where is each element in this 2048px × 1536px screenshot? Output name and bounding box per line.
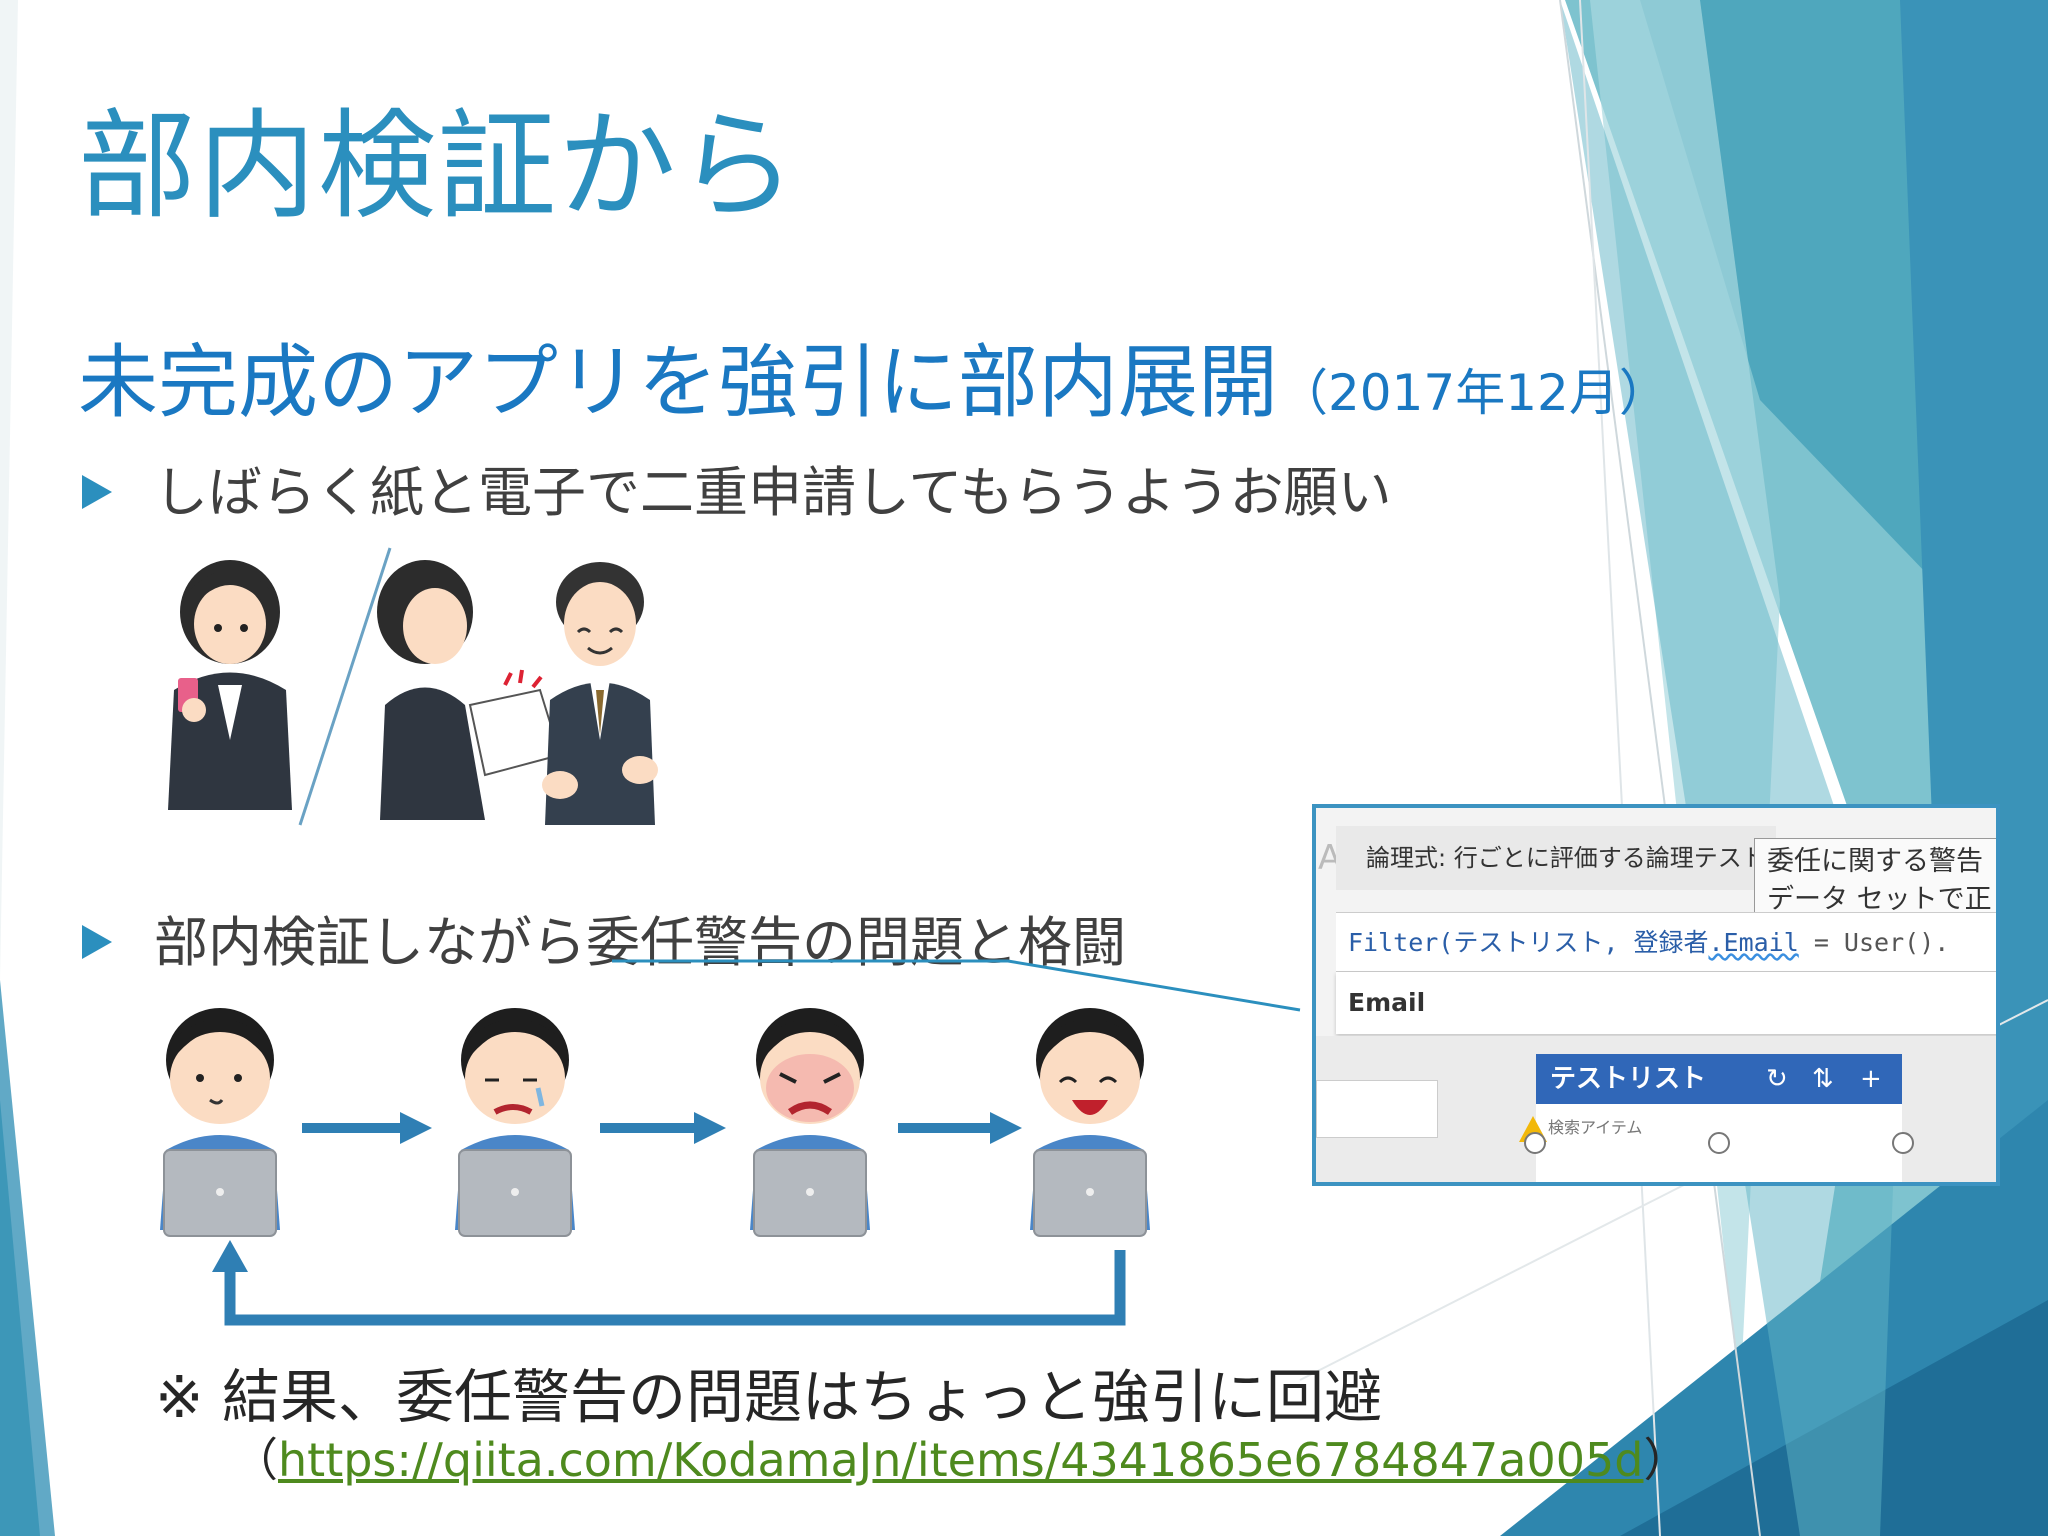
bullet-item-2: 部内検証しながら委任警告の問題と格闘	[82, 898, 1126, 977]
gallery-title: テストリスト	[1550, 1064, 1707, 1094]
man-in-suit-figure	[542, 562, 658, 825]
formula-suffix: = User().	[1798, 928, 1950, 957]
sort-icon[interactable]: ⇅	[1812, 1064, 1834, 1094]
formula-bar[interactable]: Filter(テストリスト, 登録者.Email = User().	[1336, 912, 1996, 972]
result-note: ※ 結果、委任警告の問題はちょっと強引に回避	[155, 1363, 1383, 1431]
formula-field: .Email	[1708, 928, 1799, 957]
formula-prefix: Filter(テストリスト, 登録者	[1348, 928, 1709, 957]
developer-struggle-illustration	[159, 1007, 1150, 1326]
paper-application-illustration	[168, 547, 658, 826]
warning-line-1: 委任に関する警告	[1767, 846, 1983, 877]
right-arrow-icon	[302, 1112, 432, 1144]
selection-handle[interactable]	[1524, 1132, 1546, 1154]
reference-link-line: （https://qiita.com/KodamaJn/items/434186…	[232, 1424, 1689, 1490]
link-close-paren: ）	[1643, 1433, 1690, 1487]
canvas-input-box	[1316, 1080, 1438, 1138]
slide-title: 部内検証から	[78, 97, 799, 235]
add-icon[interactable]: +	[1860, 1064, 1882, 1094]
selection-handle[interactable]	[1708, 1132, 1730, 1154]
right-arrow-icon	[898, 1112, 1022, 1144]
woman-with-document-figure	[377, 560, 562, 820]
triangle-bullet-icon	[82, 925, 112, 960]
warning-line-2: データ セットで正	[1767, 884, 1992, 915]
formula-tooltip: 論理式: 行ごとに評価する論理テスト	[1336, 826, 1776, 890]
developer-neutral-figure	[159, 1007, 281, 1237]
bullet-text-1: しばらく紙と電子で二重申請してもらうようお願い	[154, 461, 1392, 524]
gallery-header: テストリスト ↻ ⇅ +	[1536, 1054, 1902, 1104]
gallery-search-input[interactable]: 検索アイテム	[1548, 1118, 1643, 1137]
link-open-paren: （	[232, 1433, 278, 1487]
refresh-icon[interactable]: ↻	[1766, 1064, 1788, 1094]
subtitle-date: （2017年12月）	[1278, 364, 1669, 422]
loop-back-arrow-icon	[212, 1240, 1126, 1326]
woman-with-phone-figure	[168, 560, 292, 810]
slide-subtitle: 未完成のアプリを強引に部内展開（2017年12月）	[78, 318, 1669, 434]
developer-angry-figure	[749, 1007, 871, 1237]
bullet-text-2: 部内検証しながら委任警告の問題と格闘	[154, 911, 1126, 974]
right-arrow-icon	[600, 1112, 726, 1144]
truncated-letter: A	[1318, 838, 1342, 878]
selection-handle[interactable]	[1892, 1132, 1914, 1154]
developer-happy-figure	[1029, 1007, 1150, 1237]
callout-connector-line	[612, 959, 1301, 1012]
qiita-article-link[interactable]: https://qiita.com/KodamaJn/items/4341865…	[278, 1433, 1644, 1487]
bullet-item-1: しばらく紙と電子で二重申請してもらうようお願い	[82, 448, 1392, 527]
powerapps-screenshot: A 論理式: 行ごとに評価する論理テスト 委任に関する警告 データ セットで正 …	[1312, 804, 2000, 1186]
subtitle-text: 未完成のアプリを強引に部内展開	[78, 336, 1278, 429]
developer-worried-figure	[454, 1007, 576, 1237]
triangle-bullet-icon	[82, 475, 112, 510]
autocomplete-suggestion[interactable]: Email	[1336, 972, 1996, 1034]
delegation-warning-tooltip: 委任に関する警告 データ セットで正	[1754, 838, 1996, 918]
